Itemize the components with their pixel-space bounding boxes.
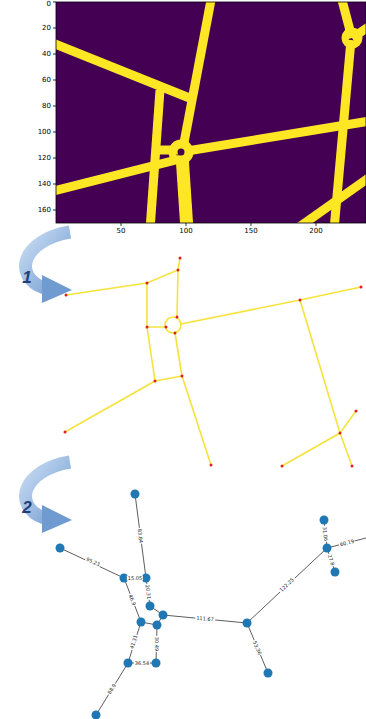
step-number: 2 [22,499,31,516]
axis-tick-label: 160 [38,207,51,214]
axis-tick-label: 120 [38,155,51,162]
edge-weight: 27.8 [327,553,336,567]
step-number: 1 [22,269,31,286]
graph-vertices [56,490,340,719]
axis-tick-label: 50 [117,228,126,235]
axis-tick-label: 200 [309,228,322,235]
edge-weight: 31.06 [322,526,329,543]
axis-tick-label: 0 [47,1,51,8]
graph-edges [60,494,366,715]
edge-weight: 36.54 [134,661,150,666]
step-arrow [25,232,72,303]
axis-tick-label: 140 [38,181,51,188]
mask-image [50,0,366,230]
skeleton-lines [65,258,361,466]
axis-tick-label: 100 [179,228,192,235]
edge-weight: 68.9 [106,682,117,696]
axis-tick-label: 80 [42,103,51,110]
skeleton-joints [64,257,363,468]
edge-weight: 46.9 [127,593,136,607]
edge-weight: 53.36 [252,640,263,657]
edge-weight: 111.67 [195,616,215,623]
edge-weight: 41.31 [129,633,139,650]
axis-tick-label: 150 [244,228,257,235]
edge-weight: 83.84 [137,528,144,545]
edge-weight: 95.23 [85,556,102,567]
axis-tick-label: 20 [42,25,51,32]
step-arrow [25,462,72,533]
edge-weight: 30.49 [154,636,159,652]
axis-tick-label: 60 [42,77,51,84]
edge-weight: 15.05 [127,576,143,581]
edge-weight: 122.25 [278,577,296,594]
edge-weight: 20.31 [144,584,151,601]
edge-weight: 60.19 [338,539,355,548]
axis-tick-label: 100 [38,129,51,136]
axis-tick-label: 40 [42,51,51,58]
